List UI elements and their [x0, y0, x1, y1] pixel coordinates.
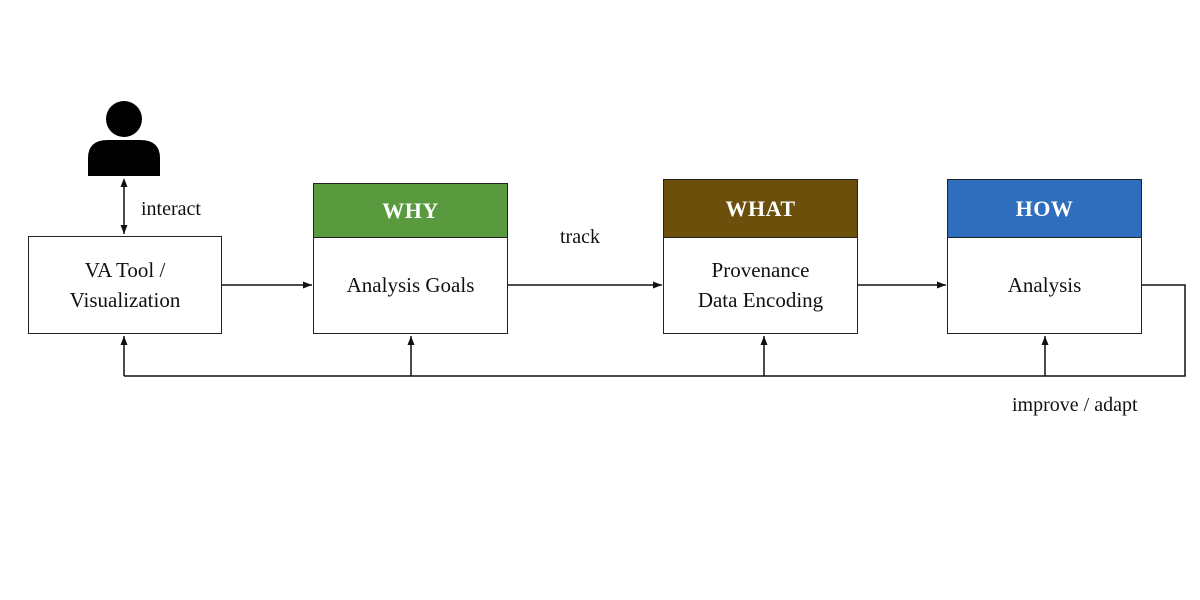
how-body: Analysis — [948, 237, 1141, 333]
feedback-loop-line — [124, 284, 1186, 377]
track-label: track — [560, 226, 600, 248]
va-tool-text: VA Tool / Visualization — [29, 237, 221, 333]
improve-adapt-label: improve / adapt — [1012, 394, 1138, 416]
va-tool-box: VA Tool / Visualization — [28, 236, 222, 334]
why-box: WHY Analysis Goals — [313, 183, 508, 334]
what-header-label: WHAT — [725, 195, 796, 221]
what-box: WHAT Provenance Data Encoding — [663, 179, 858, 334]
what-body: Provenance Data Encoding — [664, 237, 857, 333]
data-encoding-text: Data Encoding — [697, 288, 824, 312]
va-tool-line-2: Visualization — [69, 288, 181, 312]
analysis-goals-text: Analysis Goals — [346, 273, 475, 297]
why-header: WHY — [314, 184, 507, 238]
analysis-text: Analysis — [1007, 273, 1082, 297]
why-body: Analysis Goals — [314, 237, 507, 333]
how-box: HOW Analysis — [947, 179, 1142, 334]
va-tool-line-1: VA Tool / — [84, 258, 166, 282]
what-header: WHAT — [664, 180, 857, 238]
person-icon — [88, 101, 160, 176]
why-header-label: WHY — [382, 197, 439, 223]
how-header-label: HOW — [1015, 195, 1074, 221]
provenance-text: Provenance — [711, 258, 810, 282]
how-header: HOW — [948, 180, 1141, 238]
interact-label: interact — [141, 198, 201, 220]
